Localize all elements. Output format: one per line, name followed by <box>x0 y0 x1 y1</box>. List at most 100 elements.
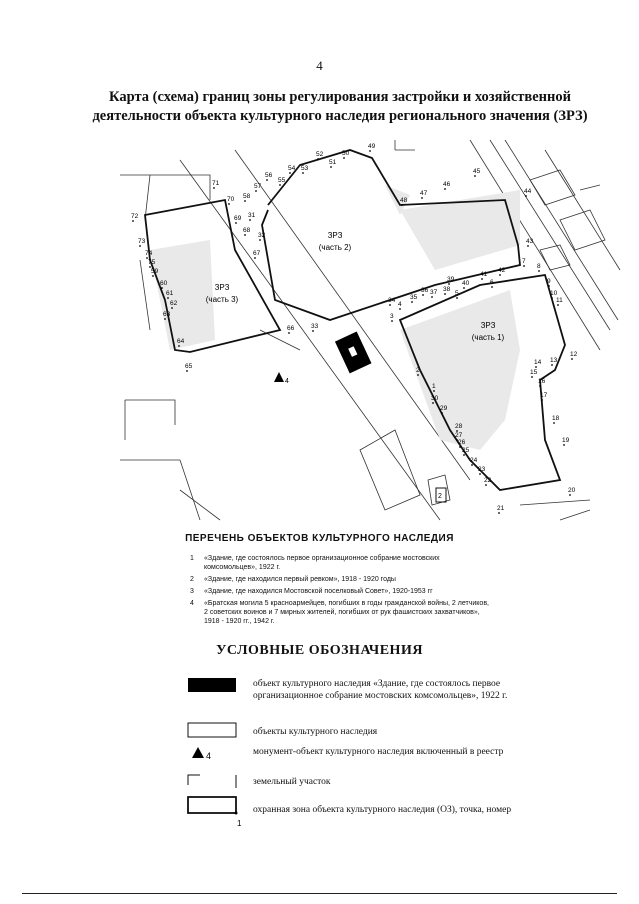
boundary-point <box>474 175 476 177</box>
boundary-point-label: 66 <box>287 325 295 332</box>
list-item: 2«Здание, где находился первый ревком», … <box>190 576 396 583</box>
boundary-point-label: 65 <box>185 363 193 370</box>
boundary-point-label: 4 <box>398 301 402 308</box>
boundary-point <box>228 203 230 205</box>
boundary-point <box>539 385 541 387</box>
boundary-point-label: 72 <box>131 213 139 220</box>
boundary-point-label: 39 <box>447 276 455 283</box>
boundary-point-label: 35 <box>410 294 418 301</box>
boundary-point-label: 16 <box>538 378 546 385</box>
legend-item-land-plot: земельный участок <box>253 777 331 787</box>
legend-zone-swatch <box>187 796 237 814</box>
boundary-point <box>164 318 166 320</box>
boundary-point-label: 28 <box>455 423 463 430</box>
boundary-point <box>557 304 559 306</box>
boundary-point <box>548 285 550 287</box>
boundary-point-label: 62 <box>170 300 178 307</box>
zone-part1: (часть 1) <box>472 333 505 342</box>
boundary-point-label: 18 <box>552 415 560 422</box>
boundary-point <box>551 297 553 299</box>
boundary-point <box>444 188 446 190</box>
legend-monument-marker: 4 <box>206 751 211 761</box>
boundary-point <box>302 172 304 174</box>
boundary-point-label: 56 <box>265 172 273 179</box>
boundary-point-label: 29 <box>440 405 448 412</box>
boundary-point <box>399 308 401 310</box>
boundary-point-label: 22 <box>484 477 492 484</box>
boundary-point-label: 74 <box>145 250 153 257</box>
boundary-point-label: 69 <box>234 215 242 222</box>
boundary-point <box>146 257 148 259</box>
list-item: 1«Здание, где состоялось первое организа… <box>190 555 440 571</box>
boundary-point-label: 68 <box>243 227 251 234</box>
boundary-point <box>531 376 533 378</box>
boundary-point <box>499 274 501 276</box>
boundary-point <box>571 358 573 360</box>
boundary-point <box>152 275 154 277</box>
legend-heritage-swatch <box>187 722 237 738</box>
object-2-block <box>435 487 447 503</box>
boundary-point <box>259 239 261 241</box>
boundary-point-label: 26 <box>458 439 466 446</box>
boundary-point <box>411 301 413 303</box>
boundary-point-label: 34 <box>388 297 396 304</box>
boundary-point-label: 21 <box>497 505 505 512</box>
boundary-point <box>161 287 163 289</box>
boundary-point <box>139 245 141 247</box>
boundary-point <box>317 158 319 160</box>
monument-marker: 4 <box>285 378 289 385</box>
boundary-point <box>391 320 393 322</box>
boundary-point-label: 14 <box>534 359 542 366</box>
boundary-point <box>312 330 314 332</box>
boundary-point-label: 8 <box>537 263 541 270</box>
boundary-point-label: 40 <box>462 280 470 287</box>
boundary-point <box>421 197 423 199</box>
boundary-point-label: 36 <box>421 287 429 294</box>
boundary-point <box>481 278 483 280</box>
zone-label-part1: ЗРЗ <box>481 321 496 330</box>
zone-map: 2 4 ЗРЗ (часть 2) ЗРЗ (часть 3) ЗРЗ (час… <box>120 139 621 521</box>
boundary-point-label: 53 <box>301 165 309 172</box>
list-item: 3«Здание, где находился Мостовской посел… <box>190 588 433 595</box>
boundary-point <box>244 234 246 236</box>
boundary-point-label: 17 <box>540 392 548 399</box>
boundary-point-label: 59 <box>151 268 159 275</box>
legend-zone-marker: 1 <box>237 819 242 828</box>
boundary-point-label: 11 <box>556 297 563 304</box>
boundary-point <box>432 402 434 404</box>
boundary-point-label: 9 <box>547 278 551 285</box>
boundary-point <box>491 286 493 288</box>
boundary-point <box>538 270 540 272</box>
boundary-point <box>563 444 565 446</box>
boundary-point <box>444 293 446 295</box>
boundary-point-label: 75 <box>148 259 156 266</box>
boundary-point <box>213 187 215 189</box>
objects-list-title: ПЕРЕЧЕНЬ ОБЪЕКТОВ КУЛЬТУРНОГО НАСЛЕДИЯ <box>185 533 454 544</box>
boundary-point <box>441 412 443 414</box>
boundary-point-label: 70 <box>227 196 235 203</box>
boundary-point-label: 5 <box>455 290 459 297</box>
boundary-point <box>132 220 134 222</box>
boundary-point <box>569 494 571 496</box>
boundary-point-label: 41 <box>480 271 488 278</box>
boundary-point-label: 12 <box>570 351 578 358</box>
boundary-point-label: 49 <box>368 143 376 150</box>
boundary-point <box>551 364 553 366</box>
monument-icon <box>274 372 284 382</box>
legend-title: УСЛОВНЫЕ ОБОЗНАЧЕНИЯ <box>216 643 423 658</box>
boundary-point-label: 67 <box>253 250 261 257</box>
page-title: Карта (схема) границ зоны регулирования … <box>60 88 620 126</box>
boundary-point-label: 13 <box>550 357 558 364</box>
title-line-2: деятельности объекта культурного наследи… <box>92 108 588 124</box>
boundary-point-label: 19 <box>562 437 570 444</box>
object-2-marker: 2 <box>438 493 442 500</box>
boundary-point-label: 20 <box>568 487 576 494</box>
boundary-point-label: 64 <box>177 338 185 345</box>
boundary-point-label: 44 <box>524 188 532 195</box>
boundary-point-label: 63 <box>163 311 171 318</box>
boundary-point <box>167 297 169 299</box>
boundary-point <box>456 297 458 299</box>
boundary-point <box>266 179 268 181</box>
boundary-point <box>235 222 237 224</box>
boundary-point-label: 15 <box>530 369 538 376</box>
